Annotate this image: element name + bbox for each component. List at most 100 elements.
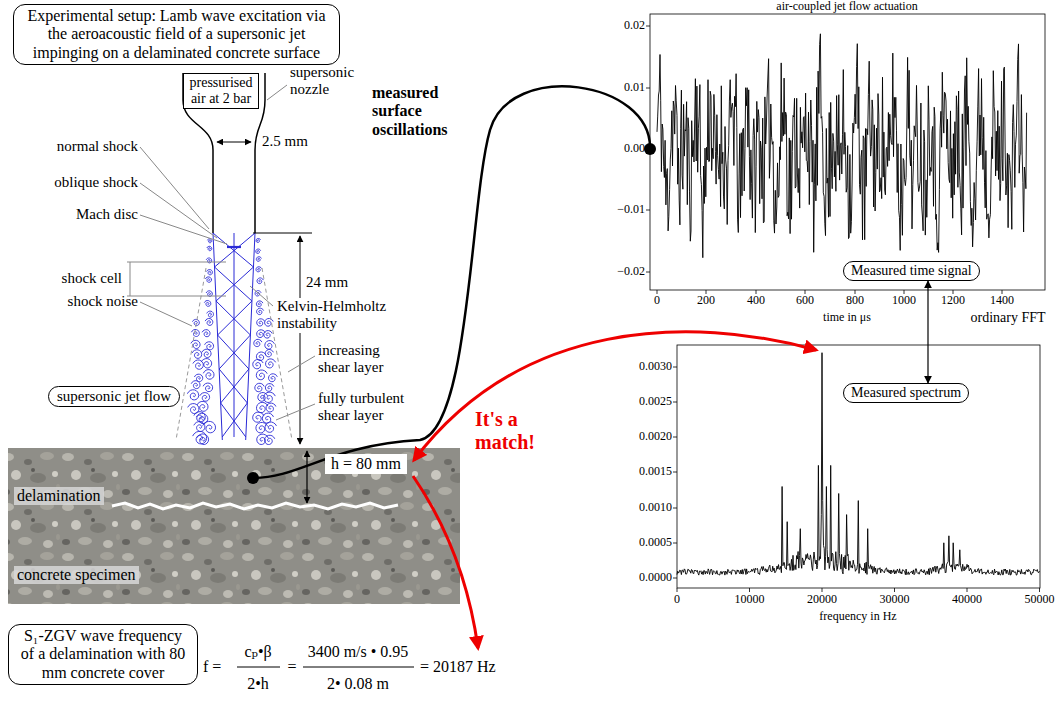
tick-label: 0.0025 bbox=[639, 395, 672, 409]
tick-label: 400 bbox=[747, 294, 765, 308]
leader-line bbox=[250, 286, 273, 306]
tick-label: 0.0030 bbox=[639, 360, 672, 374]
part-label: increasing shear layer bbox=[318, 342, 402, 377]
region-label: concrete specimen bbox=[14, 566, 139, 584]
formula-term: 2• 0.08 m bbox=[327, 675, 389, 693]
tick-label: 0.0000 bbox=[639, 571, 672, 585]
tick-label: 1000 bbox=[892, 294, 916, 308]
spectrum-trace bbox=[677, 353, 1040, 576]
node-text: Measured time signal bbox=[851, 263, 972, 279]
tick-label: 600 bbox=[796, 294, 814, 308]
tick-label: 0 bbox=[654, 294, 660, 308]
cover-dimension bbox=[306, 451, 307, 503]
mach-disc bbox=[227, 246, 241, 248]
fraction-bar bbox=[237, 667, 414, 668]
leader-line bbox=[140, 183, 217, 238]
edge-label: ordinary FFT bbox=[968, 310, 1047, 326]
measurement-note: measured surface oscillations bbox=[372, 84, 466, 139]
tick-label: 0.0010 bbox=[639, 501, 672, 515]
tick-label: 1200 bbox=[941, 294, 965, 308]
measurement-point bbox=[247, 472, 259, 484]
cone-line bbox=[176, 268, 206, 440]
leader-line bbox=[267, 85, 287, 100]
part-label: normal shock bbox=[57, 138, 138, 155]
part-label: shock noise bbox=[68, 293, 138, 310]
tick-label: 30000 bbox=[880, 593, 910, 607]
supersonic-jet bbox=[187, 233, 277, 445]
node-text: S₁-ZGV wave frequency of a delamination … bbox=[17, 627, 189, 682]
tick-label: −0.02 bbox=[617, 265, 645, 279]
tick-label: 0.02 bbox=[624, 19, 645, 33]
tick-label: 0 bbox=[674, 593, 680, 607]
concrete-texture bbox=[8, 448, 460, 604]
signal-box: Measured time signal bbox=[843, 261, 980, 281]
tick-label: 0.0020 bbox=[639, 430, 672, 444]
leader-line bbox=[140, 215, 227, 244]
node-text: supersonic jet flow bbox=[57, 388, 171, 405]
node-text: pressurised air at 2 bar bbox=[187, 75, 255, 107]
match-note: It's a match! bbox=[475, 408, 557, 454]
region-label: delamination bbox=[14, 487, 104, 505]
match-arrow bbox=[414, 332, 816, 460]
part-label: supersonic nozzle bbox=[290, 64, 370, 99]
tick-label: 0.00 bbox=[624, 142, 645, 156]
leader-line bbox=[288, 356, 315, 372]
fft-connector bbox=[927, 281, 928, 383]
delamination-crack bbox=[112, 503, 398, 509]
leader-line bbox=[140, 302, 192, 326]
tick-label: 0.01 bbox=[624, 81, 645, 95]
formula-term: 3400 m/s • 0.95 bbox=[308, 643, 409, 661]
jet-flow-label-box: supersonic jet flow bbox=[48, 386, 180, 407]
formula-term: f = bbox=[203, 658, 221, 676]
node-text: Experimental setup: Lamb wave excitation… bbox=[24, 7, 329, 62]
tick-label: −0.01 bbox=[617, 203, 645, 217]
formula-term: = 20187 Hz bbox=[420, 658, 496, 676]
shear-layer-vortices bbox=[187, 239, 277, 445]
concrete-specimen: delamination concrete specimen h = 80 mm bbox=[8, 448, 460, 604]
node-text: h = 80 mm bbox=[331, 455, 401, 473]
shock-lattice bbox=[213, 233, 255, 440]
tick-label: 800 bbox=[846, 294, 864, 308]
title-box: Experimental setup: Lamb wave excitation… bbox=[13, 4, 340, 65]
leader-line bbox=[140, 147, 209, 229]
cover-depth-box: h = 80 mm bbox=[325, 454, 407, 474]
plot-title: air-coupled jet flow actuation bbox=[776, 0, 917, 14]
tick-label: 1400 bbox=[990, 294, 1014, 308]
tick-label: 20000 bbox=[807, 593, 837, 607]
part-label: oblique shock bbox=[54, 174, 138, 191]
match-arrow bbox=[413, 476, 478, 648]
part-label: fully turbulent shear layer bbox=[318, 390, 424, 425]
spectrum-box: Measured spectrum bbox=[843, 383, 969, 403]
plot-frame bbox=[650, 14, 1045, 290]
part-label: Kelvin-Helmholtz instability bbox=[275, 298, 399, 333]
tick-label: 0.0015 bbox=[639, 465, 672, 479]
leader-lines bbox=[127, 85, 315, 420]
tick-label: 0.0005 bbox=[639, 536, 672, 550]
shock-cell-bracket bbox=[127, 262, 226, 296]
nozzle bbox=[183, 73, 265, 233]
jet-length-dimension bbox=[300, 236, 301, 444]
measurement-point bbox=[644, 143, 656, 155]
tick-label: 200 bbox=[697, 294, 715, 308]
node-text: Measured spectrum bbox=[851, 385, 961, 401]
plot-frame bbox=[677, 345, 1040, 588]
dimension-label: 2.5 mm bbox=[262, 133, 308, 150]
tick-label: 40000 bbox=[952, 593, 982, 607]
part-label: shock cell bbox=[62, 270, 122, 287]
axis-title: time in μs bbox=[823, 311, 871, 325]
dimension-tick bbox=[253, 233, 312, 234]
tick-label: 50000 bbox=[1025, 593, 1055, 607]
dimension-label: 24 mm bbox=[306, 274, 348, 291]
formula-term: cₚ•β bbox=[244, 643, 271, 661]
formula-caption-box: S₁-ZGV wave frequency of a delamination … bbox=[8, 624, 198, 685]
formula-term: 2•h bbox=[247, 675, 269, 693]
part-label: Mach disc bbox=[76, 206, 138, 223]
leader-line bbox=[276, 404, 315, 420]
throat-dimension bbox=[217, 142, 251, 143]
time-signal-trace bbox=[657, 34, 1027, 258]
formula-term: = bbox=[287, 658, 296, 676]
shock-noise-cone bbox=[176, 268, 292, 440]
cone-line bbox=[262, 268, 292, 440]
